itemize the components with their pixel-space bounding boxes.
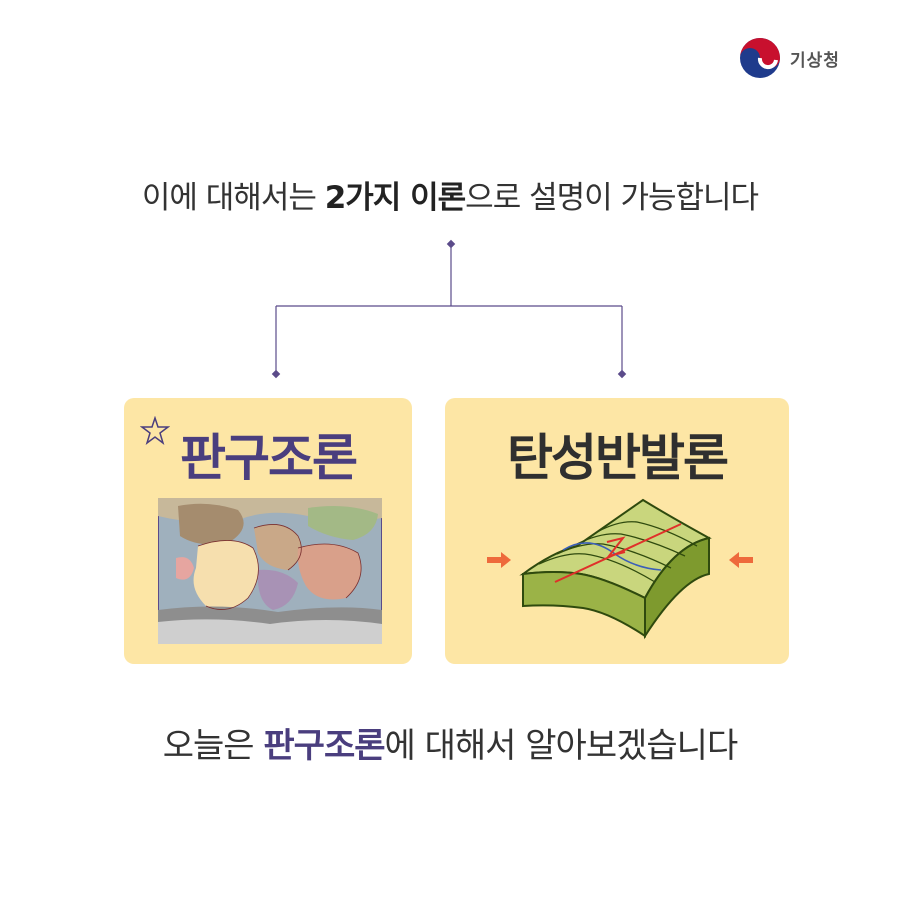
logo-text: 기상청	[790, 50, 840, 71]
card-title-elastic: 탄성반발론	[507, 429, 729, 487]
card-title-plate: 판구조론	[180, 429, 358, 487]
compression-arrow-icon-right	[729, 552, 753, 568]
outro-sentence: 오늘은 판구조론에 대해서 알아보겠습니다	[0, 718, 900, 767]
world-plate-map	[158, 498, 382, 644]
intro-sentence: 이에 대해서는 2가지 이론으로 설명이 가능합니다	[0, 172, 900, 217]
connector-dot-right	[617, 369, 627, 379]
intro-bold: 2가지 이론	[324, 180, 466, 216]
intro-post: 으로 설명이 가능합니다	[465, 180, 759, 216]
outro-post: 에 대해서 알아보겠습니다	[384, 726, 739, 766]
connector-dot-top	[446, 239, 456, 249]
card-elastic-rebound: 탄성반발론	[445, 398, 789, 664]
outro-pre: 오늘은	[162, 726, 264, 766]
compression-arrow-icon	[487, 552, 511, 568]
fault-block-diagram	[487, 498, 753, 640]
intro-pre: 이에 대해서는	[141, 180, 325, 216]
card-plate-tectonics: 판구조론	[124, 398, 412, 664]
connector-dot-left	[271, 369, 281, 379]
star-icon	[140, 416, 170, 445]
kma-logo: 기상청	[738, 36, 840, 80]
outro-highlight: 판구조론	[263, 726, 385, 766]
taegeuk-icon	[740, 38, 780, 78]
